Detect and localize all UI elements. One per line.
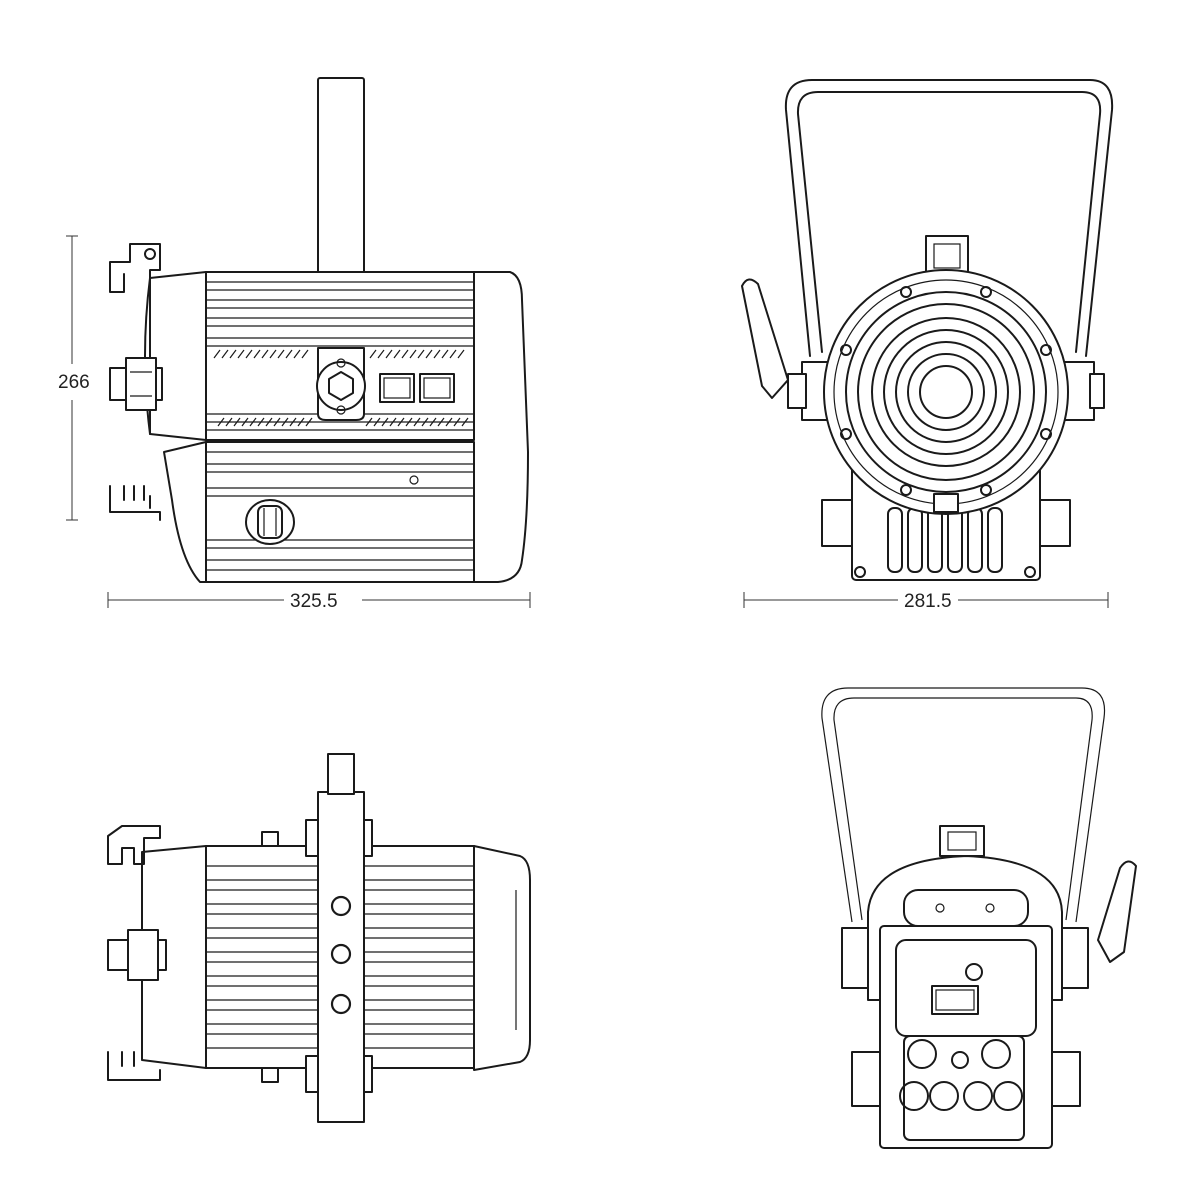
height-label: 266 <box>58 372 90 393</box>
side-view <box>109 77 529 583</box>
front-view <box>741 79 1114 581</box>
dimension-width: 281.5 <box>743 591 1109 612</box>
top-view <box>107 753 531 1123</box>
dimension-depth: 325.5 <box>107 591 531 612</box>
depth-label: 325.5 <box>290 591 338 612</box>
rear-view <box>821 687 1137 1149</box>
dimension-height: 266 <box>58 235 90 521</box>
width-label: 281.5 <box>904 591 952 612</box>
